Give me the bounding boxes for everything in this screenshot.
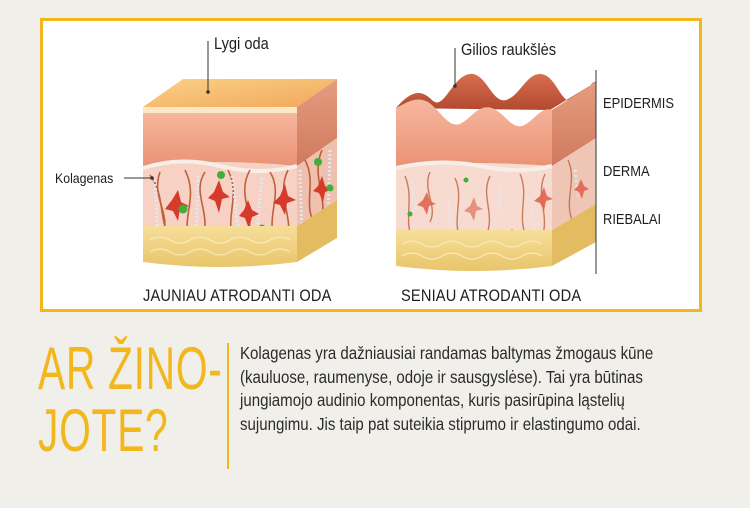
- old-fat-layer: [396, 230, 552, 271]
- old-dermis: [396, 163, 552, 230]
- label-fat: RIEBALAI: [603, 211, 662, 228]
- old-skin-wrinkled-surface: [396, 73, 596, 110]
- headline-line-2: JOTE?: [38, 397, 169, 464]
- caption-old-skin: SENIAU ATRODANTI ODA: [401, 286, 582, 305]
- label-dermis: DERMA: [603, 163, 650, 180]
- headline-divider: [227, 343, 229, 469]
- skin-cross-section-illustration: [124, 41, 597, 274]
- label-collagen: Kolagenas: [55, 170, 114, 186]
- headline-line-1: AR ŽINO-: [38, 335, 223, 402]
- label-deep-wrinkles: Gilios raukšlės: [461, 40, 557, 59]
- young-skin-surface: [143, 79, 337, 107]
- did-you-know-headline: AR ŽINO- JOTE?: [38, 338, 223, 462]
- label-epidermis: EPIDERMIS: [603, 95, 674, 112]
- young-skin-block: [142, 79, 337, 267]
- caption-young-skin: JAUNIAU ATRODANTI ODA: [143, 286, 332, 305]
- old-skin-block: [395, 73, 596, 271]
- old-epidermis: [396, 99, 552, 166]
- young-epidermis: [143, 113, 297, 166]
- label-smooth-skin: Lygi oda: [214, 34, 269, 53]
- fact-body-text: Kolagenas yra dažniausiai randamas balty…: [240, 343, 654, 434]
- young-fat-layer: [143, 226, 297, 267]
